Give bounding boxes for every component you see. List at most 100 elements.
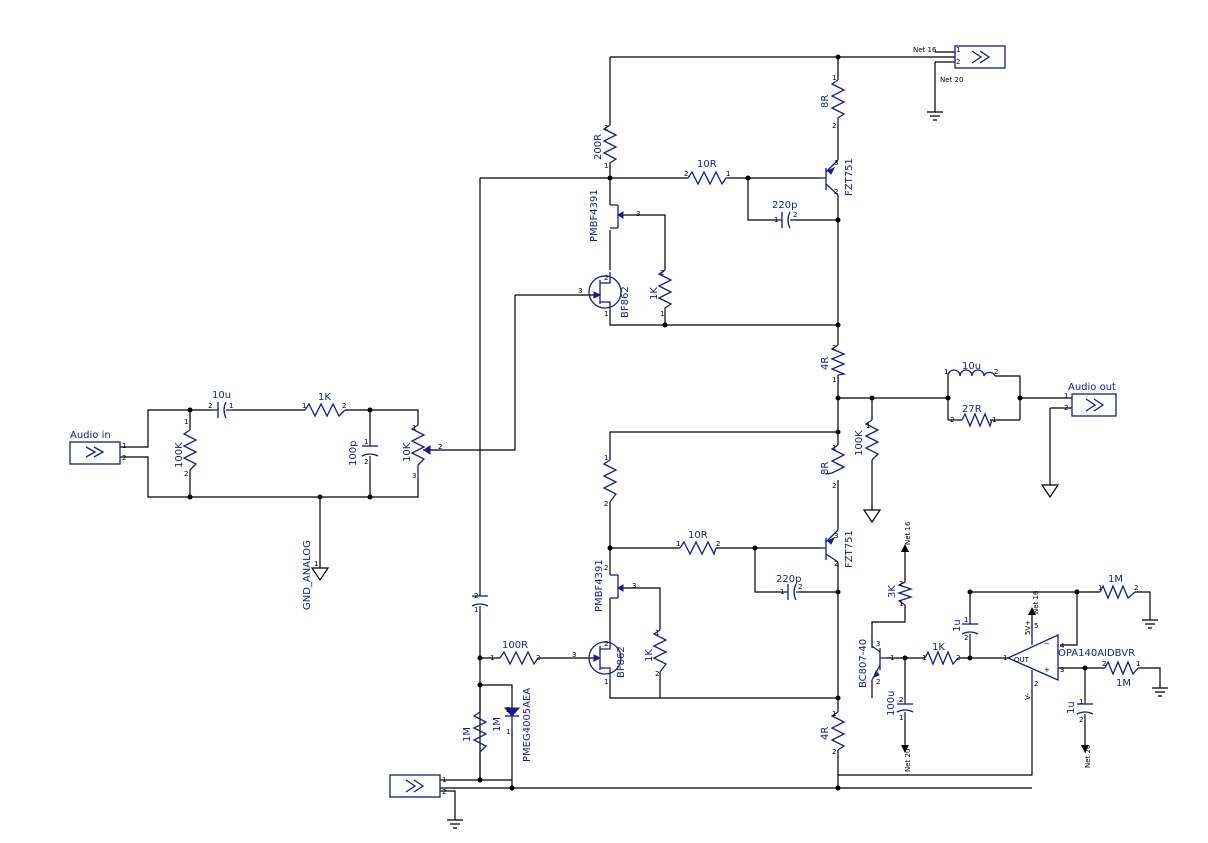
connector-power-top [954,45,1006,69]
capacitor-220p-top [776,211,794,229]
label-3k: 3K [887,585,898,598]
ground-triangle-icon [1040,484,1060,499]
label-opamp-minus: − [1044,640,1050,648]
pin-number: 4 [1060,642,1065,650]
label-5v: 5V+ [1024,620,1032,635]
pin-number: 2 [716,540,720,548]
pin-number: 1 [899,714,903,722]
pin-number: 2 [832,344,836,352]
net20-cap2-label: Net 20 [1084,745,1092,768]
transistor-bc807 [871,645,886,681]
diode-pmeg4005aea [503,707,521,730]
ground-triangle-icon [862,509,882,524]
pin-number: 1 [184,418,188,426]
pin-number: 1 [676,540,680,548]
pin-number: 1 [726,170,730,178]
wires [120,51,1161,820]
label-1m-op: 1M [1108,574,1123,585]
audio-in-label: Audio in [70,430,111,441]
ground-icon [447,819,463,829]
pin-number: 2 [655,670,659,678]
pin-number: 3 [412,472,416,480]
label-100r: 100R [502,640,528,651]
ground-icon [927,100,943,121]
transistor-fzt751-bottom [820,529,839,563]
inductor-10u [947,369,996,377]
pin-number: 1 [866,422,870,430]
capacitors [212,211,1094,720]
label-opa140: OPA140AIDBVR [1058,648,1135,659]
pin-number: 1 [922,654,926,662]
label-8r-bottom: 8R [820,462,831,475]
label-1m-op2: 1M [1116,678,1131,689]
pin-number: 1 [774,216,778,224]
pin-number: 3 [578,287,582,295]
pin-number: 2 [442,788,446,796]
pin-number: 2 [1034,680,1038,688]
pin-number: 1 [655,629,659,637]
pin-number: 2 [1079,716,1083,724]
ground-symbols [310,100,1168,829]
pin-number: 2 [956,654,960,662]
pin-number: 2 [950,416,954,424]
pin-number: 1 [1098,584,1102,592]
label-100u: 100u [886,691,897,716]
label-vminus: V- [1024,693,1032,700]
label-pmbf4391-top: PMBF4391 [589,189,600,242]
pin-number: 2 [660,269,664,277]
pin-number: 1 [314,560,318,568]
pin-number: 1 [302,402,306,410]
label-pmbf4391-bottom: PMBF4391 [594,559,605,612]
label-gnd-analog: GND_ANALOG [302,540,313,610]
pin-number: 1 [832,376,836,384]
label-1m-a: 1M [462,727,473,742]
resistor-1m-a [472,711,488,753]
label-4r-bottom: 4R [820,727,831,740]
pin-number: 1 [474,606,478,614]
pin-number: 2 [1134,584,1138,592]
net16-top-label: Net 16 [913,46,937,54]
pin-number: 1 [832,74,836,82]
resistor-1k-top [657,269,673,312]
pin-number: 2 [506,706,510,714]
label-10r-top: 10R [697,159,717,170]
label-100k-in: 100K [174,442,185,468]
resistors-horizontal [304,170,1139,676]
audio-out-label: Audio out [1068,382,1116,393]
pin-number: 1 [992,416,996,424]
pin-number: 1 [660,310,664,318]
transistor-bf862-bottom [588,640,622,680]
pin-number: 1 [832,444,836,452]
transistor-pmbf4391-top [610,204,624,229]
net20-cap-label: Net 20 [904,749,912,772]
net-arrows [901,544,1089,753]
pin-number: 2 [956,58,960,66]
pin-number: 1 [890,654,894,662]
resistor-10r-bottom [679,540,717,556]
label-bf862-top: BF862 [620,286,631,318]
opamp-opa140 [1006,620,1059,690]
transistor-pmbf4391-bottom [610,574,624,599]
pin-number: 3 [876,640,880,648]
resistor-100k-in [182,429,198,471]
ground-triangle-icon [310,567,330,582]
resistor-bottom-bias [602,459,618,503]
pin-number: 1 [412,424,416,432]
connector-audio-out [1071,393,1117,417]
resistor-4r-bottom [830,711,846,751]
net16-mid-label: Net 16 [904,521,912,545]
potentiometer-10k [410,424,440,478]
pin-number: 2 [438,443,442,451]
label-1u-op2: 1u [1066,701,1077,714]
resistor-8r-bottom [825,444,846,475]
pin-number: 3 [834,532,838,540]
resistor-3k [896,581,914,606]
label-opamp-plus: + [1044,666,1050,674]
ground-icon [1142,619,1158,629]
label-opamp-out: OUT [1014,656,1030,664]
pin-number: 1 [899,600,903,608]
pin-number: 1 [604,678,608,686]
pin-number: 2 [876,678,880,686]
pin-number: 3 [1060,666,1064,674]
pin-number: 2 [122,454,126,462]
